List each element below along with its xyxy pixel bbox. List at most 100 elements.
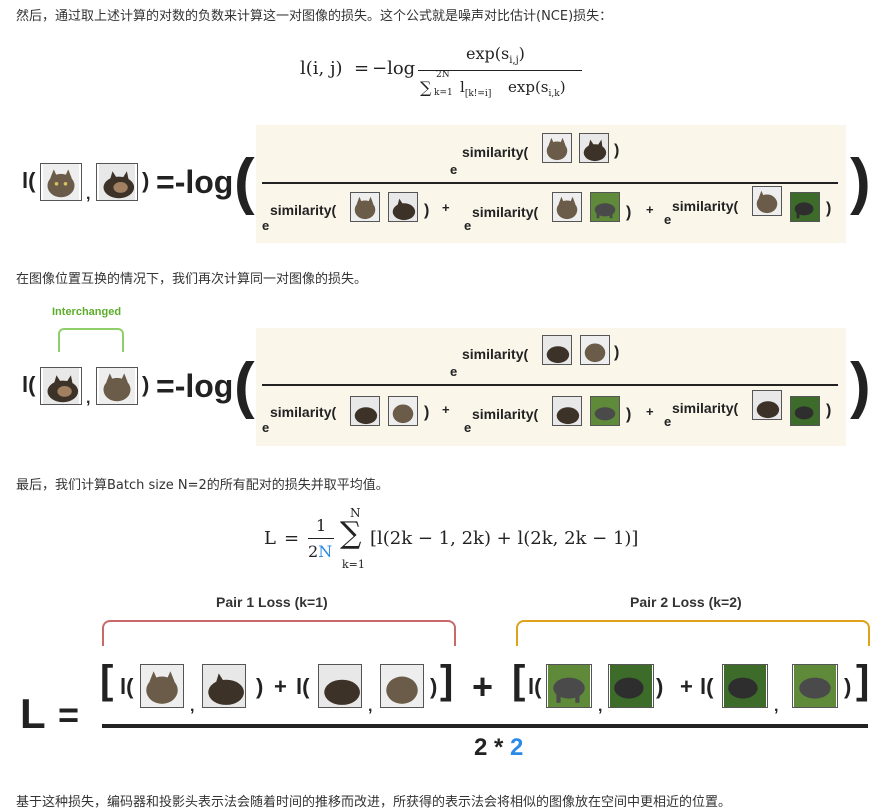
eq-neglog: =-log bbox=[156, 164, 234, 200]
frac-num: 1 bbox=[316, 516, 327, 535]
comma: , bbox=[86, 390, 91, 407]
pair2-label: Pair 2 Loss (k=2) bbox=[630, 594, 742, 610]
loss-diagram-1: l( , ) =-log ( e similarity( ) e similar… bbox=[0, 120, 894, 248]
elephant-image-1 bbox=[792, 664, 838, 708]
elephant-image-1 bbox=[546, 664, 592, 708]
fraction-bar bbox=[308, 538, 334, 539]
elephant-image-2 bbox=[790, 192, 820, 222]
left-bracket: [ bbox=[512, 658, 526, 702]
l-close: ) bbox=[256, 674, 264, 699]
similarity-label: similarity( bbox=[462, 346, 529, 362]
plus-sign: + bbox=[442, 200, 450, 215]
plus-sign: + bbox=[274, 674, 287, 699]
close-paren: ) bbox=[424, 404, 430, 421]
cat-image-2 bbox=[752, 390, 782, 420]
l-open: l( bbox=[700, 674, 714, 699]
formula-body: [l(2k − 1, 2k) + l(2k, 2k − 1)] bbox=[370, 528, 639, 549]
comma: , bbox=[86, 186, 91, 203]
frac-den: 2N bbox=[308, 542, 333, 561]
fraction-bar bbox=[418, 70, 582, 71]
cat-image-1 bbox=[40, 163, 82, 201]
similarity-label: similarity( bbox=[472, 406, 539, 422]
l-close: ) bbox=[844, 674, 852, 699]
fraction-bar bbox=[262, 384, 838, 386]
cat-image-1 bbox=[580, 335, 610, 365]
cat-image-1 bbox=[140, 664, 184, 708]
exp-e: e bbox=[664, 212, 672, 227]
cat-image-2 bbox=[350, 396, 380, 426]
plus-sign: + bbox=[442, 402, 450, 417]
indicator: l[k!=i] bbox=[460, 78, 492, 99]
pair1-label: Pair 1 Loss (k=1) bbox=[216, 594, 328, 610]
comma: , bbox=[598, 698, 603, 715]
comma: , bbox=[774, 698, 779, 715]
l-open: l( bbox=[296, 674, 310, 699]
l-close: ) bbox=[142, 372, 150, 397]
comma: , bbox=[368, 698, 373, 715]
sum-lower: k=1 bbox=[342, 558, 365, 571]
cat-image-1 bbox=[96, 367, 138, 405]
close-paren: ) bbox=[826, 200, 832, 217]
big-open-paren: ( bbox=[234, 351, 255, 420]
sum-upper: 2N bbox=[436, 70, 450, 80]
close-paren: ) bbox=[614, 344, 620, 361]
plus-sign: + bbox=[680, 674, 693, 699]
exp-e: e bbox=[262, 420, 270, 435]
exp-e: e bbox=[450, 162, 458, 177]
nce-formula: l(i, j) = −log exp(si,j) ∑ 2N k=1 l[k!=i… bbox=[300, 40, 600, 100]
sum-symbol: ∑ bbox=[420, 78, 432, 97]
big-open-paren: ( bbox=[234, 147, 255, 216]
cat-image-2 bbox=[202, 664, 246, 708]
cat-image-1 bbox=[542, 133, 572, 163]
formula-lhs: L bbox=[264, 528, 276, 549]
elephant-image-2 bbox=[608, 664, 654, 708]
l-open: l( bbox=[528, 674, 542, 699]
cat-image-2 bbox=[96, 163, 138, 201]
average-paragraph: 最后，我们计算Batch size N=2的所有配对的损失并取平均值。 bbox=[16, 478, 389, 493]
close-paren: ) bbox=[424, 202, 430, 219]
left-bracket: [ bbox=[100, 658, 114, 702]
sum-lower: k=1 bbox=[434, 88, 453, 98]
exp-e: e bbox=[450, 364, 458, 379]
big-L: L bbox=[20, 690, 46, 737]
intro-paragraph: 然后，通过取上述计算的对数的负数来计算这一对图像的损失。这个公式就是噪声对比估计… bbox=[16, 9, 613, 24]
pair2-bracket bbox=[516, 620, 870, 646]
exp-e: e bbox=[464, 420, 472, 435]
cat-image-2 bbox=[542, 335, 572, 365]
exp-e: e bbox=[664, 414, 672, 429]
exp-e: e bbox=[464, 218, 472, 233]
big-close-paren: ) bbox=[850, 351, 871, 420]
cat-image-1 bbox=[752, 186, 782, 216]
elephant-image-2 bbox=[722, 664, 768, 708]
fraction-bar bbox=[102, 724, 868, 728]
cat-image-1 bbox=[552, 192, 582, 222]
big-close-paren: ) bbox=[850, 147, 871, 216]
formula-lhs: l(i, j) bbox=[300, 58, 343, 79]
l-close: ) bbox=[142, 168, 150, 193]
similarity-label: similarity( bbox=[270, 202, 337, 218]
final-loss-diagram: Pair 1 Loss (k=1) Pair 2 Loss (k=2) L = … bbox=[0, 590, 894, 770]
close-paren: ) bbox=[626, 406, 632, 423]
loss-diagram-2: Interchanged l( , ) =-log ( e similarity… bbox=[0, 300, 894, 450]
formula-neglog: −log bbox=[372, 58, 416, 79]
right-bracket: ] bbox=[440, 658, 454, 702]
l-close: ) bbox=[430, 674, 438, 699]
cat-image-2 bbox=[388, 192, 418, 222]
cat-image-1 bbox=[388, 396, 418, 426]
sum-upper: N bbox=[350, 506, 361, 520]
plus-sign: + bbox=[646, 202, 654, 217]
sum-symbol: ∑ bbox=[340, 516, 362, 551]
interchanged-bracket bbox=[58, 328, 124, 352]
right-bracket: ] bbox=[856, 658, 870, 702]
elephant-image-2 bbox=[790, 396, 820, 426]
denominator: 2 * 2 bbox=[474, 734, 524, 761]
comma: , bbox=[190, 698, 195, 715]
eq-neglog: =-log bbox=[156, 368, 234, 404]
cat-image-2 bbox=[318, 664, 362, 708]
exp-e: e bbox=[262, 218, 270, 233]
l-close: ) bbox=[656, 674, 664, 699]
cat-image-2 bbox=[579, 133, 609, 163]
formula-equals: = bbox=[354, 58, 370, 79]
formula-equals: = bbox=[284, 528, 300, 549]
elephant-image-1 bbox=[590, 192, 620, 222]
